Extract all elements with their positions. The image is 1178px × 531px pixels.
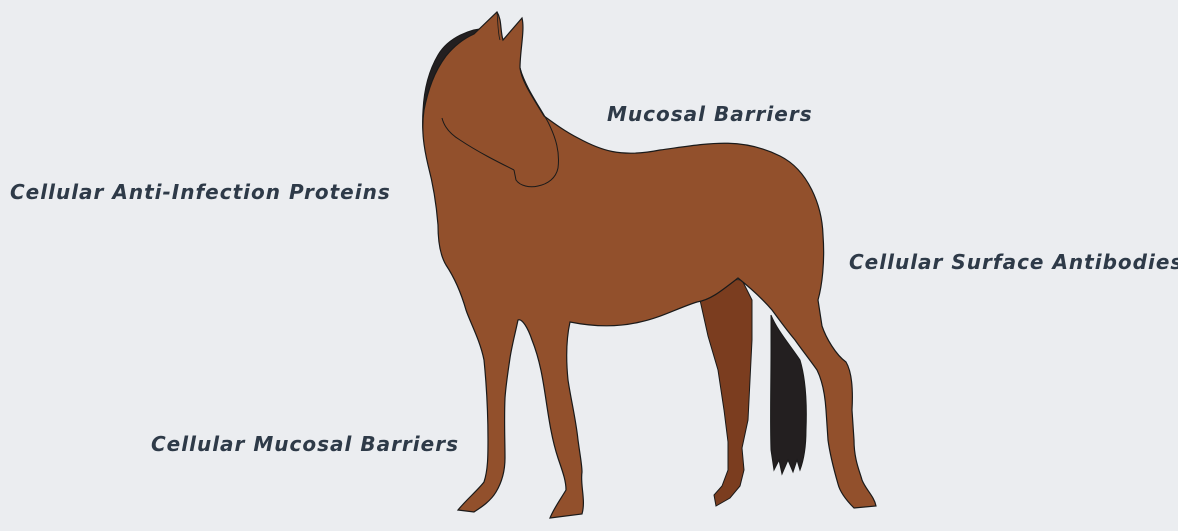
label-mucosal-barriers: Mucosal Barriers	[607, 102, 813, 126]
far-hind-leg	[700, 280, 752, 506]
horse-body	[423, 12, 876, 518]
label-cellular-anti-infection-proteins: Cellular Anti-Infection Proteins	[10, 180, 391, 204]
label-cellular-mucosal-barriers: Cellular Mucosal Barriers	[151, 432, 459, 456]
label-cellular-surface-antibodies: Cellular Surface Antibodies	[849, 250, 1178, 274]
